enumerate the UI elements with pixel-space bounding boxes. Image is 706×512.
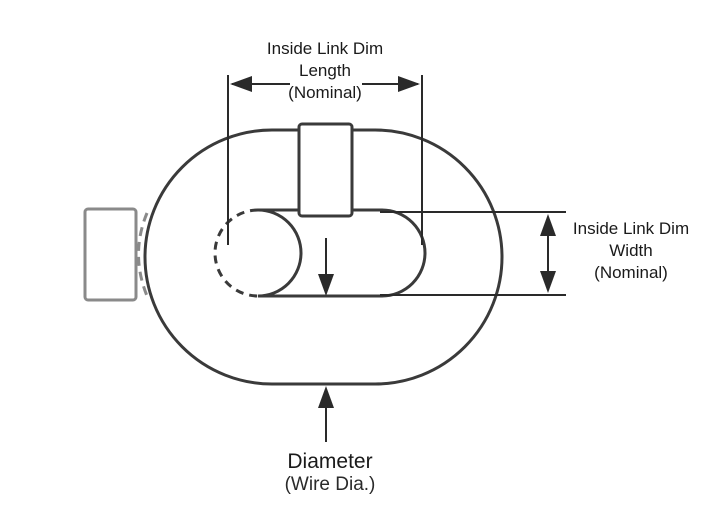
- width-label: Inside Link Dim Width (Nominal): [556, 218, 706, 284]
- length-label-line2: Length: [299, 61, 351, 80]
- diameter-arrow-inner: [318, 238, 334, 296]
- link-weld: [297, 122, 354, 218]
- width-dimension: [380, 211, 566, 296]
- diameter-arrow-outer: [318, 386, 334, 442]
- length-label: Inside Link Dim Length (Nominal): [230, 38, 420, 104]
- diameter-label-line2: (Wire Dia.): [284, 474, 376, 495]
- width-label-line2: Width: [609, 241, 653, 260]
- width-label-line3: (Nominal): [594, 263, 668, 282]
- link-inner-edge: [258, 208, 427, 298]
- length-label-line1: Inside Link Dim: [266, 39, 384, 58]
- length-label-line3: (Nominal): [288, 83, 362, 102]
- inner-slot-left-curve: [257, 208, 303, 298]
- width-label-line1: Inside Link Dim: [572, 219, 690, 238]
- previous-link: [0, 207, 250, 302]
- previous-link-hidden-edge: [137, 212, 149, 297]
- inner-slot-hidden-edge: [213, 208, 259, 298]
- diameter-label-line1: Diameter: [287, 450, 373, 473]
- length-dimension: [227, 75, 423, 245]
- previous-link-weld: [83, 207, 138, 302]
- diameter-label: Diameter (Wire Dia.): [250, 449, 410, 496]
